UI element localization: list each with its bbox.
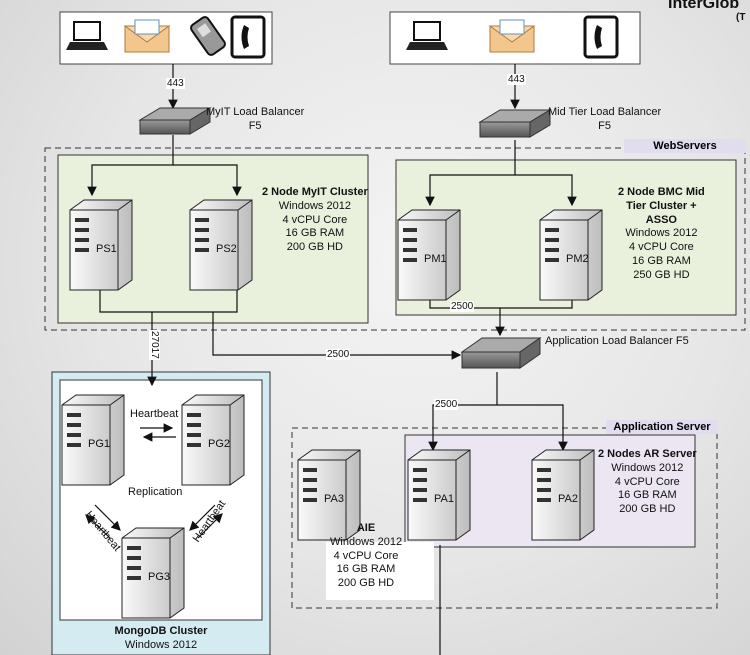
server-pa2: PA2 bbox=[531, 449, 595, 541]
server-label: PA3 bbox=[324, 493, 344, 505]
laptop-icon bbox=[66, 21, 108, 50]
port-label: 2500 bbox=[450, 301, 475, 312]
server-label: PA2 bbox=[558, 493, 578, 505]
server-label: PG1 bbox=[88, 438, 110, 450]
server-label: PG2 bbox=[208, 438, 230, 450]
header-subtitle: (T bbox=[736, 12, 746, 23]
port-label: 443 bbox=[507, 74, 526, 85]
server-pg1: PG1 bbox=[61, 394, 125, 486]
envelope-icon bbox=[123, 19, 171, 53]
server-pm2: PM2 bbox=[539, 209, 603, 301]
port-label: 2500 bbox=[326, 349, 351, 360]
telephone-icon bbox=[230, 15, 266, 59]
myit-load-balancer-icon bbox=[138, 107, 212, 135]
midtier-load-balancer-icon bbox=[478, 109, 552, 138]
server-label: PM2 bbox=[566, 253, 589, 265]
server-label: PA1 bbox=[434, 493, 454, 505]
server-label: PM1 bbox=[424, 253, 447, 265]
server-pa3: PA3 bbox=[297, 449, 361, 541]
server-ps1: PS1 bbox=[69, 199, 133, 291]
replication-label: Replication bbox=[128, 486, 183, 498]
server-pm1: PM1 bbox=[397, 209, 461, 301]
port-label-mongo: 27017 bbox=[149, 330, 160, 360]
mobile-phone-icon bbox=[190, 16, 226, 56]
application-server-tag: Application Server bbox=[606, 420, 718, 434]
application-server-zone bbox=[291, 427, 718, 609]
webservers-zone bbox=[44, 147, 746, 331]
port-label: 443 bbox=[166, 78, 185, 89]
header-title: InterGlob bbox=[668, 0, 740, 12]
server-label: PS1 bbox=[96, 243, 117, 255]
heartbeat-label: Heartbeat bbox=[130, 408, 179, 420]
telephone-icon bbox=[583, 15, 619, 59]
port-label: 2500 bbox=[434, 399, 459, 410]
server-pg2: PG2 bbox=[181, 394, 245, 486]
laptop-icon bbox=[406, 21, 448, 50]
envelope-icon bbox=[488, 19, 536, 53]
server-pg3: PG3 bbox=[121, 527, 185, 619]
app-lb-label: Application Load Balancer F5 bbox=[545, 335, 689, 347]
server-label: PG3 bbox=[148, 571, 170, 583]
application-load-balancer-icon bbox=[460, 337, 542, 369]
server-pa1: PA1 bbox=[407, 449, 471, 541]
server-ps2: PS2 bbox=[189, 199, 253, 291]
server-label: PS2 bbox=[216, 243, 237, 255]
webservers-tag: WebServers bbox=[624, 139, 746, 153]
